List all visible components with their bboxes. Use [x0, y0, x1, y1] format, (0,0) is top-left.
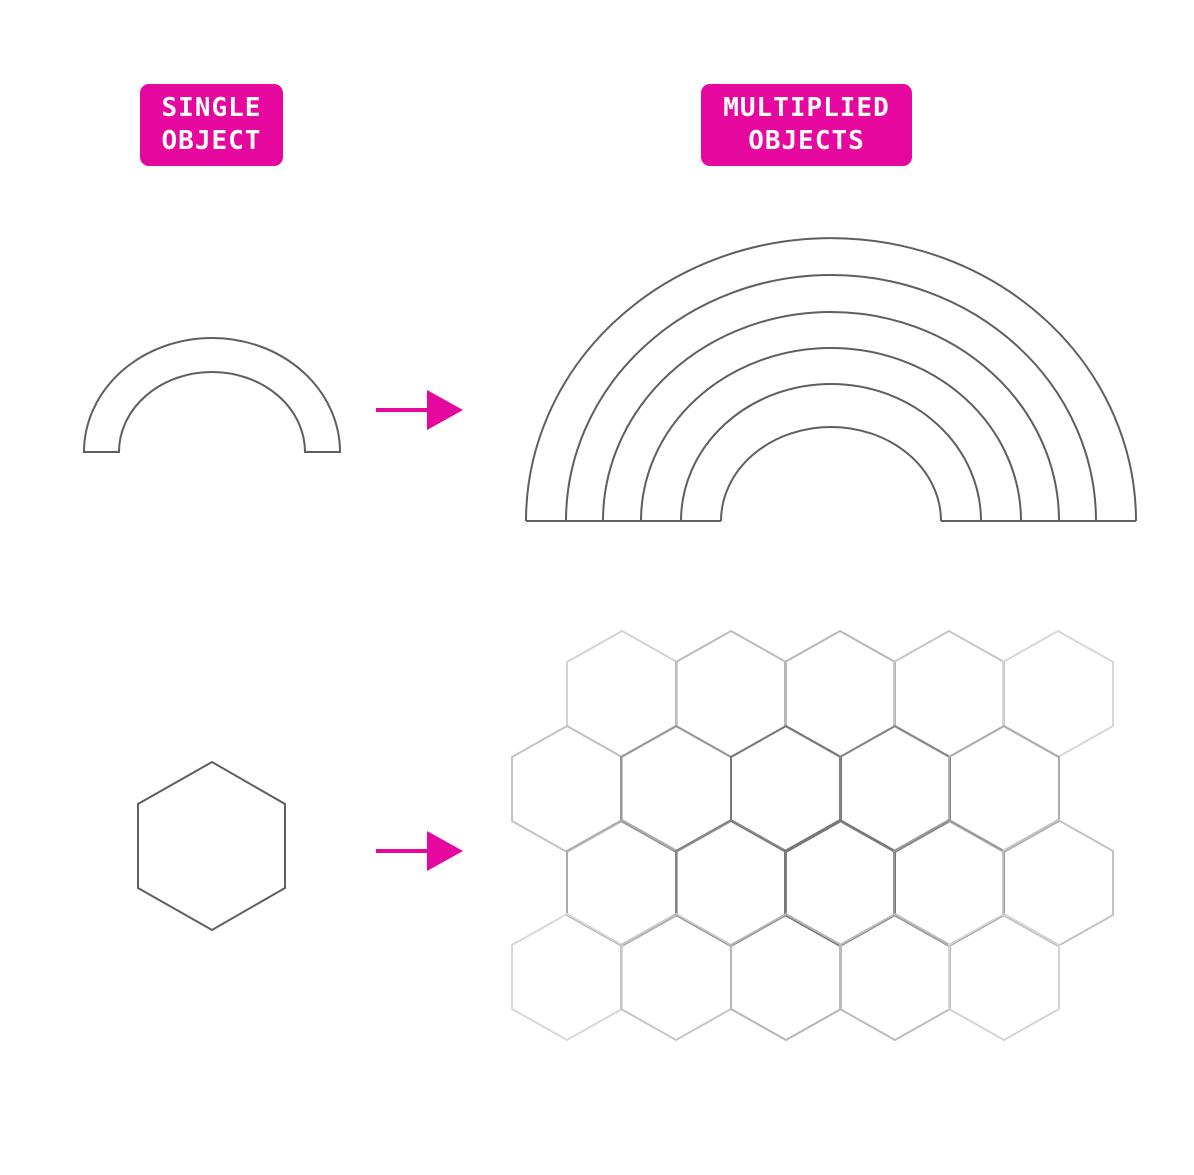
- grid-hexagon: [948, 724, 1060, 854]
- single-object-label: SINGLE OBJECT: [140, 84, 283, 166]
- grid-hexagon: [566, 818, 678, 948]
- nested-arc: [640, 347, 1022, 522]
- multiplied-objects-label-line2: OBJECTS: [748, 126, 865, 156]
- grid-hexagon: [839, 912, 951, 1042]
- nested-arc: [720, 426, 942, 522]
- grid-hexagon: [620, 912, 732, 1042]
- grid-hexagon: [784, 629, 896, 759]
- grid-hexagon: [675, 818, 787, 948]
- grid-hexagon: [675, 629, 787, 759]
- nested-arcs-group: [525, 237, 1137, 522]
- grid-hexagon: [839, 724, 951, 854]
- grid-hexagon: [948, 912, 1060, 1042]
- grid-hexagon: [730, 724, 842, 854]
- grid-hexagon: [511, 912, 623, 1042]
- single-hexagon-shape: [137, 760, 286, 932]
- multiplied-objects-label-line1: MULTIPLIED: [723, 93, 890, 123]
- grid-hexagon: [1002, 818, 1114, 948]
- single-arc-shape: [82, 337, 342, 453]
- right-arrow-icon: [376, 831, 463, 871]
- hexagon-grid-group: [511, 629, 1114, 1042]
- nested-arc: [680, 383, 982, 522]
- grid-hexagon: [620, 724, 732, 854]
- grid-hexagon: [511, 724, 623, 854]
- single-object-label-line2: OBJECT: [161, 126, 262, 156]
- single-object-label-line1: SINGLE: [161, 93, 262, 123]
- grid-hexagon: [893, 818, 1005, 948]
- grid-hexagon: [730, 912, 842, 1042]
- nested-arc: [525, 237, 1137, 522]
- right-arrow-icon: [376, 390, 463, 430]
- grid-hexagon: [1002, 629, 1114, 759]
- grid-hexagon: [566, 629, 678, 759]
- nested-arc: [602, 311, 1060, 522]
- multiplied-objects-label: MULTIPLIED OBJECTS: [701, 84, 912, 166]
- grid-hexagon: [893, 629, 1005, 759]
- grid-hexagon: [784, 818, 896, 948]
- nested-arc: [565, 274, 1097, 522]
